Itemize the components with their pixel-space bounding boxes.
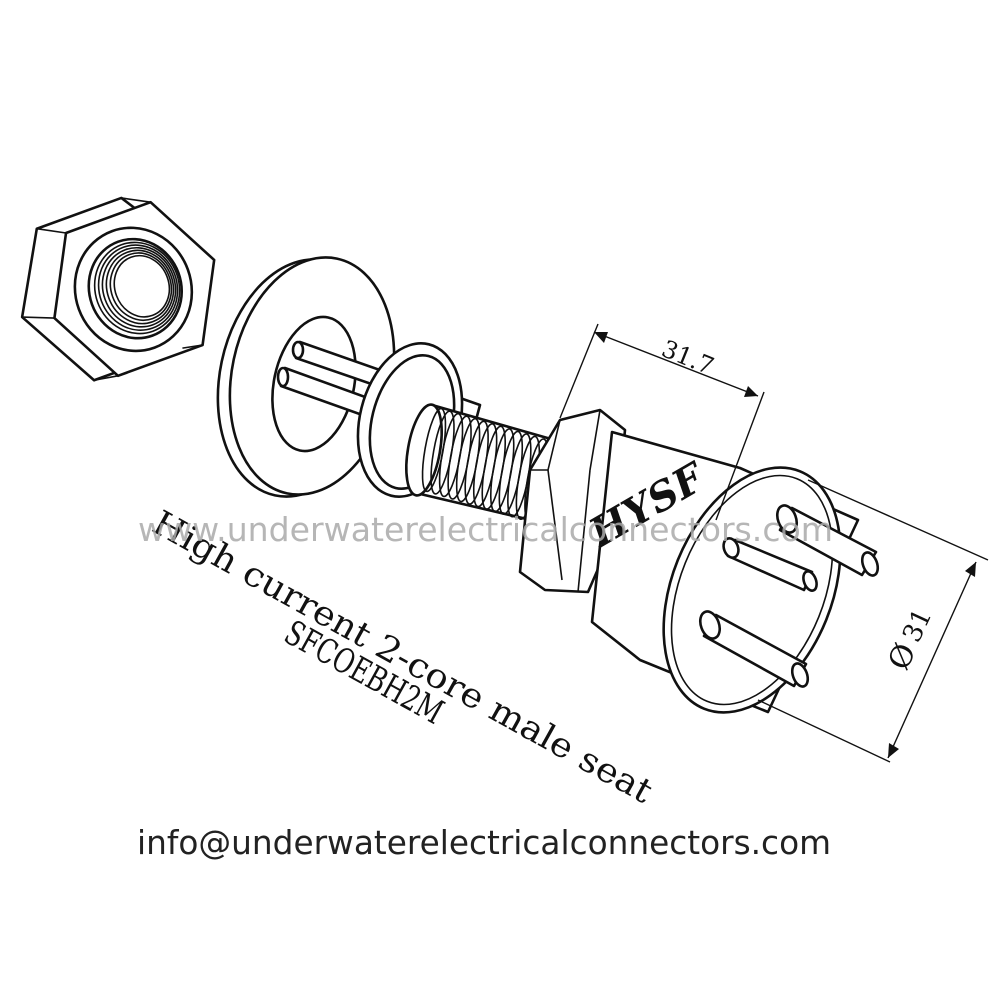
connector-body [590,430,860,714]
length-value: 31.7 [658,335,718,381]
front-pins [698,504,880,688]
diameter-value: 31 [897,604,938,647]
contact-email: info@underwaterelectricalconnectors.com [137,823,831,862]
watermark-url: www.underwaterelectricalconnectors.com [138,510,833,549]
nut-thread [73,226,194,353]
hex-nut [20,196,216,382]
